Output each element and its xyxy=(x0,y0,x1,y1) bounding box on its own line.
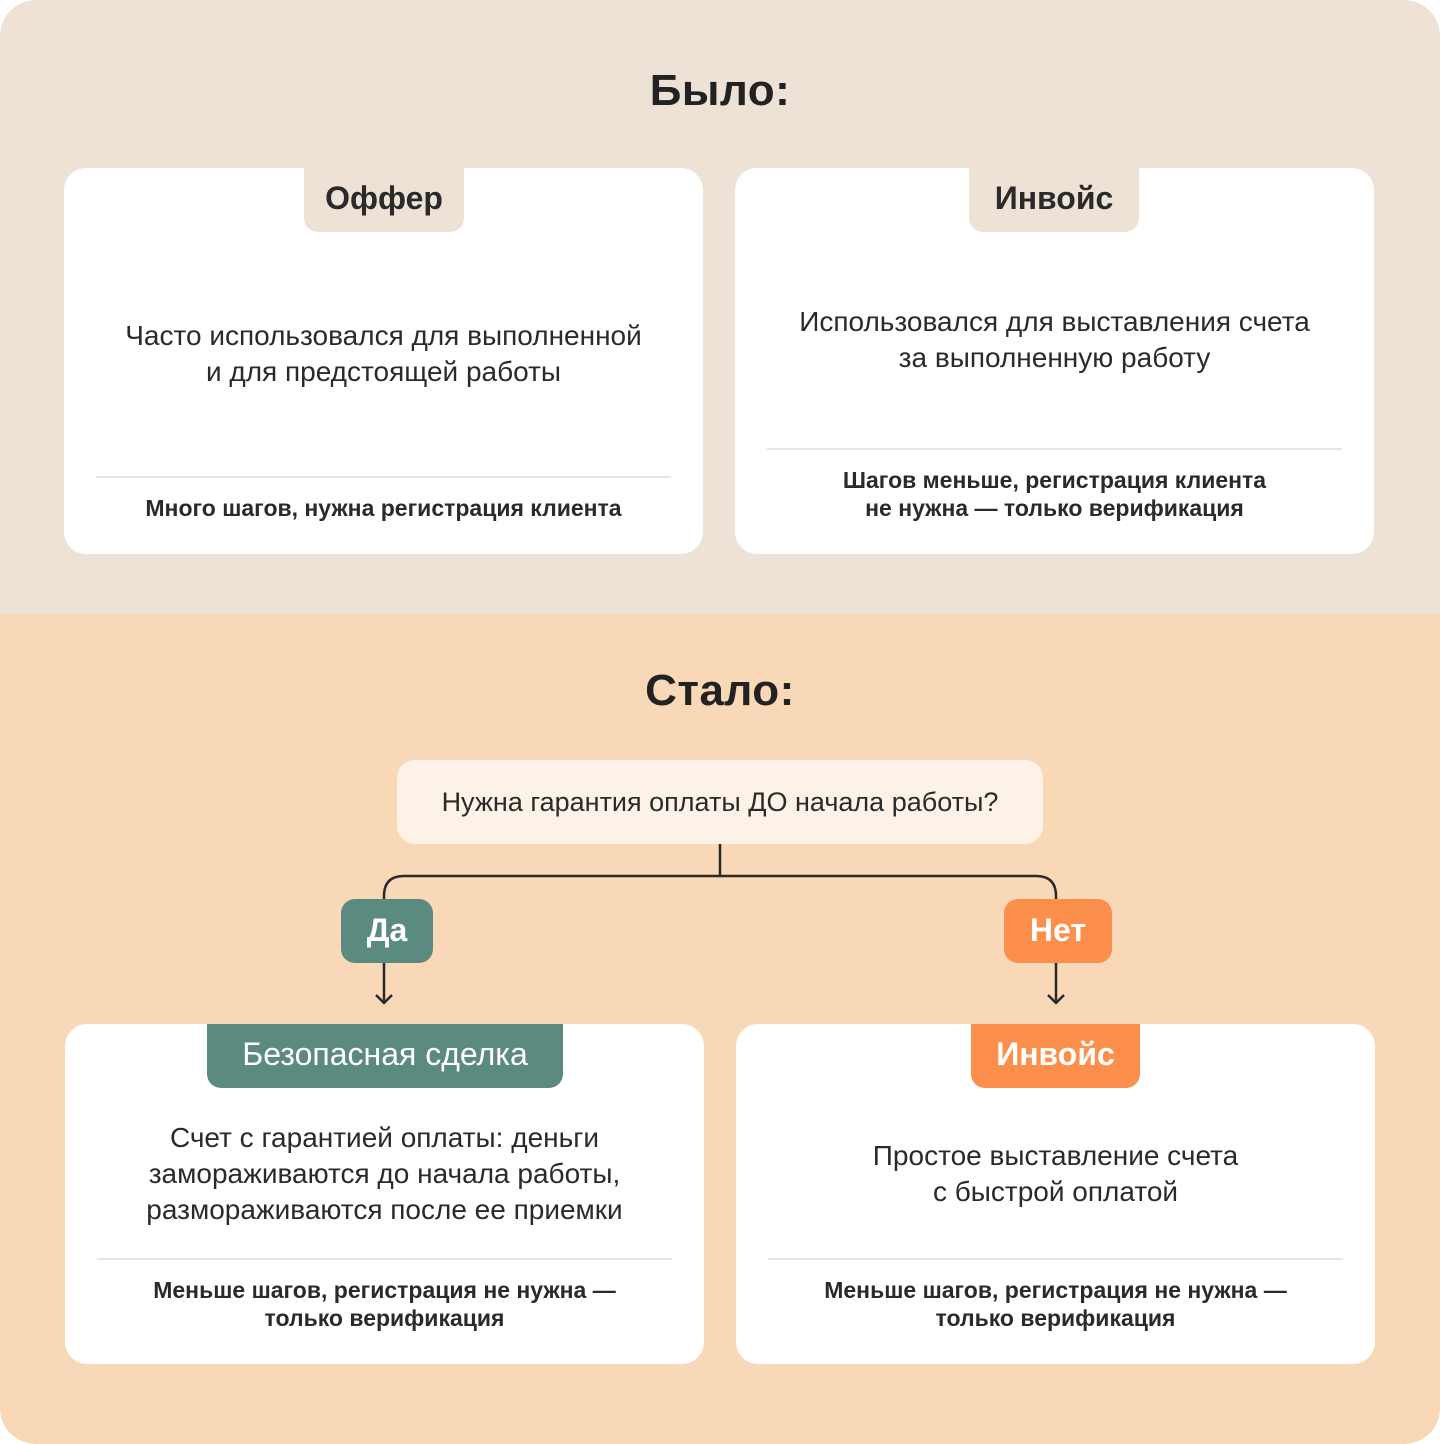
safe-deal-description-line: размораживаются после ее приемки xyxy=(146,1194,623,1225)
invoice-note-line: только верификация xyxy=(935,1305,1176,1331)
safe-deal-note: Меньше шагов, регистрация не нужна — тол… xyxy=(65,1276,704,1332)
yes-badge: Да xyxy=(341,899,433,963)
invoice-card-before: Инвойс Использовался для выставления сче… xyxy=(735,168,1374,554)
before-title: Было: xyxy=(649,66,791,115)
offer-description-line: и для предстоящей работы xyxy=(205,356,562,387)
invoice-note-line: Меньше шагов, регистрация не нужна — xyxy=(824,1277,1287,1303)
no-badge: Нет xyxy=(1004,899,1112,963)
invoice-note-after: Меньше шагов, регистрация не нужна — тол… xyxy=(736,1276,1375,1332)
offer-tab: Оффер xyxy=(304,168,464,232)
safe-deal-description: Счет с гарантией оплаты: деньги заморажи… xyxy=(65,1120,704,1228)
offer-note: Много шагов, нужна регистрация клиента xyxy=(64,494,703,522)
safe-deal-note-line: Меньше шагов, регистрация не нужна — xyxy=(153,1277,616,1303)
invoice-description-line: с быстрой оплатой xyxy=(932,1176,1179,1207)
offer-card: Оффер Часто использовался для выполненно… xyxy=(64,168,703,554)
invoice-description-line: Использовался для выставления счета xyxy=(799,306,1310,337)
safe-deal-divider xyxy=(97,1258,672,1260)
before-section: Было: Оффер Часто использовался для выпо… xyxy=(0,0,1440,614)
safe-deal-card: Безопасная сделка Счет с гарантией оплат… xyxy=(65,1024,704,1364)
invoice-divider-after xyxy=(768,1258,1343,1260)
offer-description: Часто использовался для выполненной и дл… xyxy=(64,318,703,390)
offer-divider xyxy=(96,476,671,478)
invoice-note-line: Шагов меньше, регистрация клиента xyxy=(842,467,1267,493)
invoice-note-line: не нужна — только верификация xyxy=(865,495,1244,521)
invoice-description-line: Простое выставление счета xyxy=(872,1140,1239,1171)
invoice-divider-before xyxy=(767,448,1342,450)
after-title: Стало: xyxy=(645,666,795,715)
invoice-tab-before: Инвойс xyxy=(969,168,1139,232)
safe-deal-note-line: только верификация xyxy=(264,1305,505,1331)
safe-deal-description-line: Счет с гарантией оплаты: деньги xyxy=(169,1122,600,1153)
offer-note-line: Много шагов, нужна регистрация клиента xyxy=(145,495,622,521)
safe-deal-tab: Безопасная сделка xyxy=(207,1024,563,1088)
offer-description-line: Часто использовался для выполненной xyxy=(125,320,642,351)
invoice-note-before: Шагов меньше, регистрация клиента не нуж… xyxy=(735,466,1374,522)
invoice-description-after: Простое выставление счета с быстрой опла… xyxy=(736,1138,1375,1210)
invoice-tab-after: Инвойс xyxy=(971,1024,1140,1088)
safe-deal-description-line: замораживаются до начала работы, xyxy=(148,1158,621,1189)
question-box: Нужна гарантия оплаты ДО начала работы? xyxy=(397,760,1043,844)
invoice-card-after: Инвойс Простое выставление счета с быстр… xyxy=(736,1024,1375,1364)
invoice-description-before: Использовался для выставления счета за в… xyxy=(735,304,1374,376)
invoice-description-line: за выполненную работу xyxy=(898,342,1211,373)
